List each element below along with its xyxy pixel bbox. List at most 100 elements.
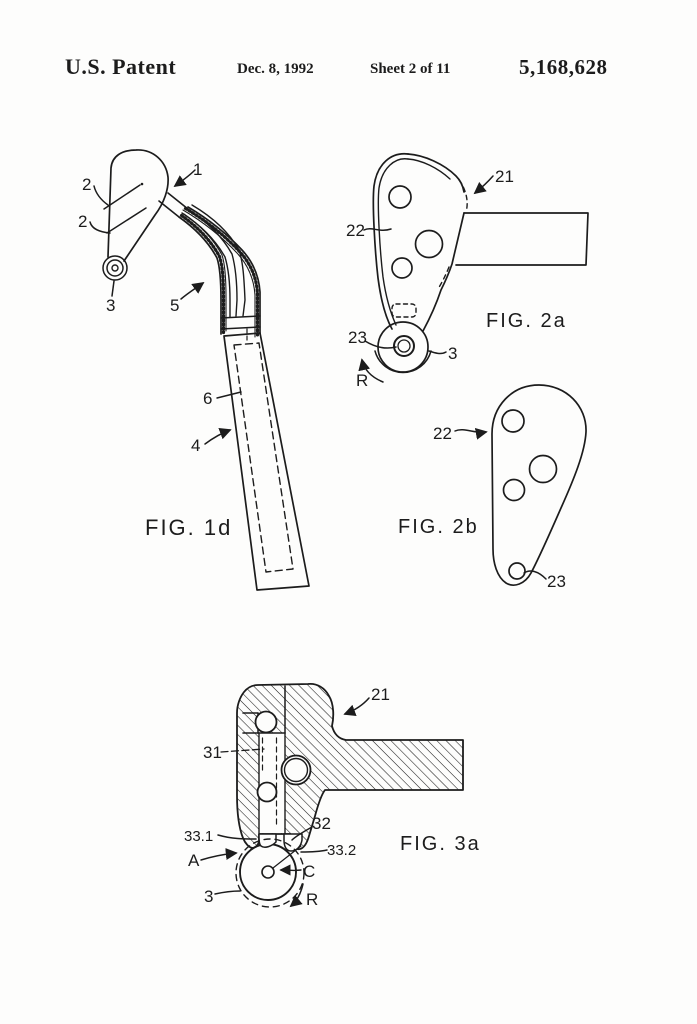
fig1d-label-5: 5 [170, 296, 179, 315]
fig1d-arm-inner-edge [178, 216, 222, 335]
fig2b-hole-bottom [508, 562, 526, 580]
fig1d-blade-line-lower [106, 207, 147, 234]
fig3a-bearing-outer [280, 754, 312, 786]
fig1d-neck [158, 192, 189, 218]
fig3a-label-33-1: 33.1 [184, 828, 213, 845]
fig3a-bearing-inner [283, 757, 309, 783]
fig2b-hole-left [502, 478, 526, 502]
fig1d-collar [220, 315, 261, 330]
fig1d-label-6: 6 [203, 389, 212, 408]
fig2a-arm [455, 212, 589, 266]
fig2a-label-R: R [356, 371, 368, 390]
fig2a-roller-hub-hole [397, 339, 411, 353]
fig2b-hole-top [501, 409, 525, 433]
fig3a-rotation-arrow [289, 883, 304, 908]
fig1d-label-4: 4 [191, 436, 200, 455]
fig1d-arm-outer-edge2 [182, 209, 256, 338]
fig2b-leader-22 [454, 427, 488, 440]
fig2a-rotation-arrow [358, 358, 384, 383]
fig1d-label-2-lower: 2 [78, 212, 87, 231]
fig1d-head-outline [107, 149, 169, 262]
fig1d-pivot-hole [111, 264, 119, 272]
fig3a-label-31: 31 [203, 743, 222, 762]
fig1d-leader-3 [111, 280, 115, 297]
fig1d-handle-inner-dashed [233, 342, 294, 573]
fig2a-leader-21 [473, 175, 494, 195]
fig3a-label-3: 3 [204, 887, 213, 906]
fig2a-label-3: 3 [448, 344, 457, 363]
fig2b-label-23: 23 [547, 572, 566, 591]
fig1d-leader-4 [204, 427, 232, 445]
fig2a-hole-top [388, 185, 412, 209]
fig1d-label-1: 1 [193, 160, 202, 179]
fig2b-drawing: 22 23 FIG. 2b [398, 384, 587, 591]
patent-header-title: U.S. Patent [65, 54, 177, 79]
fig1d-tube-line-1 [181, 212, 231, 318]
fig3a-label-33-2: 33.2 [327, 842, 356, 859]
fig2a-leader-22 [363, 227, 392, 232]
fig2a-hidden-arc-bottom [437, 266, 450, 290]
fig1d-tube-line-3 [191, 204, 246, 317]
fig1d-leader-2-lower [89, 221, 111, 234]
fig2b-hole-mid [528, 454, 558, 484]
fig1d-leader-6 [216, 391, 242, 399]
fig3a-pin-top [254, 710, 278, 734]
patent-header-date: Dec. 8, 1992 [237, 61, 314, 77]
fig1d-pivot-outer [102, 255, 128, 281]
fig3a-roller-dashed-circle [235, 838, 305, 908]
fig3a-drawing: 21 31 32 33.1 33.2 A C 3 R FIG. 3a [184, 683, 481, 909]
fig3a-leader-31 [220, 748, 265, 753]
fig2a-leader-3 [428, 350, 447, 355]
fig2b-plate [491, 384, 587, 586]
fig1d-handle [223, 332, 310, 591]
fig2b-leader-23 [523, 570, 547, 580]
fig2a-hole-mid [414, 229, 444, 259]
fig3a-leader-A [200, 848, 238, 861]
fig2a-label-21: 21 [495, 167, 514, 186]
fig3a-label-21: 21 [371, 685, 390, 704]
fig3a-leader-32 [291, 826, 313, 841]
fig2a-hole-low [391, 257, 413, 279]
fig2a-label-23: 23 [348, 328, 367, 347]
fig1d-caption: FIG. 1d [145, 515, 232, 540]
fig2a-roller-outer-arc [374, 350, 432, 374]
fig3a-radius-line [272, 845, 302, 869]
fig2a-plate-top-arc [407, 153, 465, 193]
fig1d-tube-line-2 [186, 208, 238, 317]
patent-header-number: 5,168,628 [519, 55, 608, 79]
fig2a-plate-right-edge [422, 212, 465, 332]
fig1d-blade-line-upper [103, 184, 141, 210]
fig2a-roller-hub [393, 335, 415, 357]
fig2a-hidden-arc-top [458, 179, 468, 213]
fig3a-leader-33-2 [300, 849, 328, 853]
fig3a-pin-bottom [256, 781, 278, 803]
fig3a-leader-21 [343, 697, 370, 717]
fig3a-leader-3 [214, 890, 241, 895]
fig2a-leader-23 [364, 340, 397, 349]
fig1d-leader-5 [180, 281, 205, 300]
patent-header-sheet: Sheet 2 of 11 [370, 61, 451, 77]
fig2a-roller [377, 321, 429, 373]
fig1d-pivot-ring [106, 259, 124, 277]
fig1d-arm-inner-stipple [179, 213, 226, 335]
fig3a-shoe-right [283, 833, 303, 852]
fig3a-label-C: C [303, 862, 315, 881]
fig2a-plate-top-arc-inner [407, 158, 451, 180]
fig2a-drawing: 21 22 23 3 R FIG. 2a [346, 153, 589, 390]
fig1d-label-3: 3 [106, 296, 115, 315]
fig3a-label-32: 32 [312, 814, 331, 833]
fig1d-leader-1 [173, 169, 196, 188]
fig3a-label-R: R [306, 890, 318, 909]
fig3a-caption: FIG. 3a [400, 833, 481, 855]
fig3a-roller-hub [261, 865, 275, 879]
fig2b-label-22: 22 [433, 424, 452, 443]
fig2b-caption: FIG. 2b [398, 516, 479, 538]
fig2a-label-22: 22 [346, 221, 365, 240]
fig1d-blade-dot [140, 182, 144, 186]
fig2a-caption: FIG. 2a [486, 310, 567, 332]
fig2a-plate-outer [372, 153, 409, 330]
fig1d-leader-2-upper [93, 185, 109, 206]
fig3a-leader-33-1 [217, 834, 257, 840]
